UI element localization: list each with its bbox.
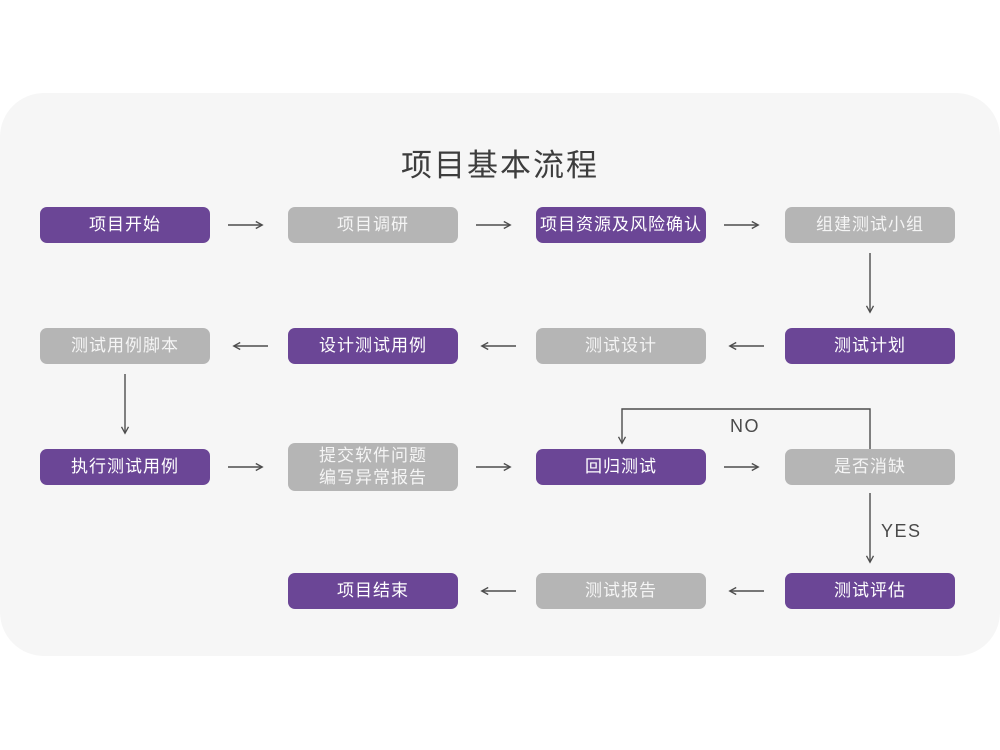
flowchart-card: [0, 93, 1000, 656]
node-build-test-team[interactable]: 组建测试小组: [785, 207, 955, 243]
edge-label-no: NO: [730, 416, 760, 436]
node-defect-cleared[interactable]: 是否消缺: [785, 449, 955, 485]
node-test-case-script[interactable]: 测试用例脚本: [40, 328, 210, 364]
node-design-test-cases[interactable]: 设计测试用例: [288, 328, 458, 364]
node-project-start[interactable]: 项目开始: [40, 207, 210, 243]
node-test-design[interactable]: 测试设计: [536, 328, 706, 364]
arrow-no-loop-icon: [617, 408, 871, 453]
node-project-end[interactable]: 项目结束: [288, 573, 458, 609]
page-title: 项目基本流程: [401, 148, 599, 183]
node-test-plan[interactable]: 测试计划: [785, 328, 955, 364]
node-submit-issue-report[interactable]: 提交软件问题 编写异常报告: [288, 443, 458, 491]
node-regression-test[interactable]: 回归测试: [536, 449, 706, 485]
node-resource-risk-confirm[interactable]: 项目资源及风险确认: [536, 207, 706, 243]
node-test-evaluation[interactable]: 测试评估: [785, 573, 955, 609]
node-project-research[interactable]: 项目调研: [288, 207, 458, 243]
node-test-report[interactable]: 测试报告: [536, 573, 706, 609]
node-execute-test-cases[interactable]: 执行测试用例: [40, 449, 210, 485]
edge-label-yes: YES: [881, 521, 922, 541]
